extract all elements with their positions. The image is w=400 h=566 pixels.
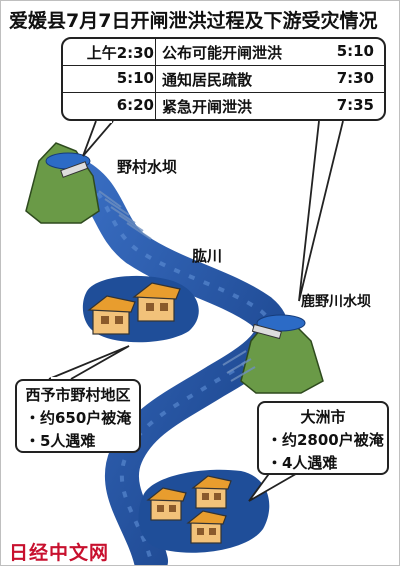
lower-dam <box>251 323 282 340</box>
nomura-title: 西予市野村地区 <box>25 386 131 404</box>
ozu-callout: 大洲市 ・约2800户被淹 ・4人遇难 <box>257 401 389 475</box>
houses-nomura <box>87 282 181 335</box>
timeline-row: 5:10 通知居民疏散 7:30 <box>63 66 384 92</box>
spill-lower <box>222 350 256 382</box>
timeline-time: 上午2:30 <box>86 44 154 62</box>
ozu-title: 大洲市 <box>300 408 346 426</box>
timeline-divider <box>155 39 156 119</box>
lower-mountain <box>240 314 324 394</box>
ozu-item: ・4人遇难 <box>267 454 338 472</box>
timeline-time: 6:20 <box>116 96 154 114</box>
timeline-time-2: 7:35 <box>336 96 374 114</box>
spill-upper <box>98 190 152 240</box>
timeline-time: 5:10 <box>116 69 154 87</box>
ozu-item: ・约2800户被淹 <box>267 431 384 449</box>
timeline-time-2: 7:30 <box>336 69 374 87</box>
nomura-item: ・5人遇难 <box>25 432 96 450</box>
page-title: 爱媛县7月7日开闸泄洪过程及下游受灾情况 <box>9 10 378 32</box>
timeline-event: 紧急开闸泄洪 <box>162 98 253 116</box>
houses-ozu <box>146 475 232 544</box>
timeline-time-2: 5:10 <box>336 42 374 60</box>
watermark-logo: 日经中文网 <box>9 542 110 564</box>
label-dam-lower: 鹿野川水坝 <box>301 294 371 310</box>
nomura-callout: 西予市野村地区 ・约650户被淹 ・5人遇难 <box>15 379 141 453</box>
upper-dam <box>60 161 89 178</box>
label-dam-upper: 野村水坝 <box>117 158 178 176</box>
timeline-row: 6:20 紧急开闸泄洪 7:35 <box>63 93 384 119</box>
timeline-event: 通知居民疏散 <box>162 71 253 89</box>
timeline-callout: 上午2:30 公布可能开闸泄洪 5:10 5:10 通知居民疏散 7:30 6:… <box>61 37 386 121</box>
timeline-row: 上午2:30 公布可能开闸泄洪 5:10 <box>63 39 384 65</box>
upper-mountain <box>25 142 100 224</box>
timeline-row-divider <box>63 92 384 93</box>
callout-pointers <box>48 120 344 502</box>
timeline-row-divider <box>63 65 384 66</box>
label-river: 肱川 <box>192 247 223 265</box>
timeline-event: 公布可能开闸泄洪 <box>162 44 283 62</box>
nomura-item: ・约650户被淹 <box>25 409 132 427</box>
